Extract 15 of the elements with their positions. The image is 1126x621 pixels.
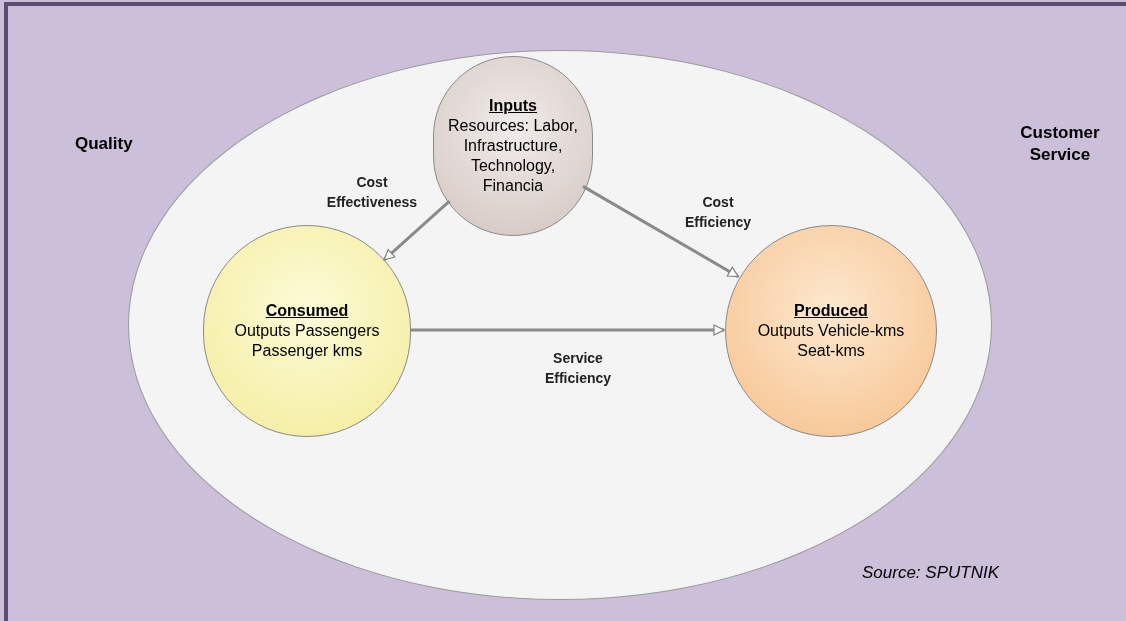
node-text: Outputs Vehicle-kms Seat-kms — [756, 321, 906, 361]
arrow — [410, 324, 725, 336]
arrow — [582, 185, 740, 278]
edge-label: Service Efficiency — [543, 349, 613, 388]
arrow — [383, 200, 451, 262]
node-heading: Produced — [793, 301, 869, 321]
edge-label: Cost Efficiency — [683, 193, 753, 232]
region-label: Quality — [75, 133, 134, 155]
source-note: Source: SPUTNIK — [862, 562, 1001, 584]
node-heading: Consumed — [264, 301, 350, 321]
node-text: Resources: Labor, Infrastructure, Technology, Financia — [447, 116, 579, 196]
node-text: Outputs Passengers Passenger kms — [233, 321, 381, 361]
region-label: Customer Service — [1019, 122, 1101, 166]
edge-label: Cost Effectiveness — [325, 173, 419, 212]
node-heading: Inputs — [488, 96, 538, 116]
